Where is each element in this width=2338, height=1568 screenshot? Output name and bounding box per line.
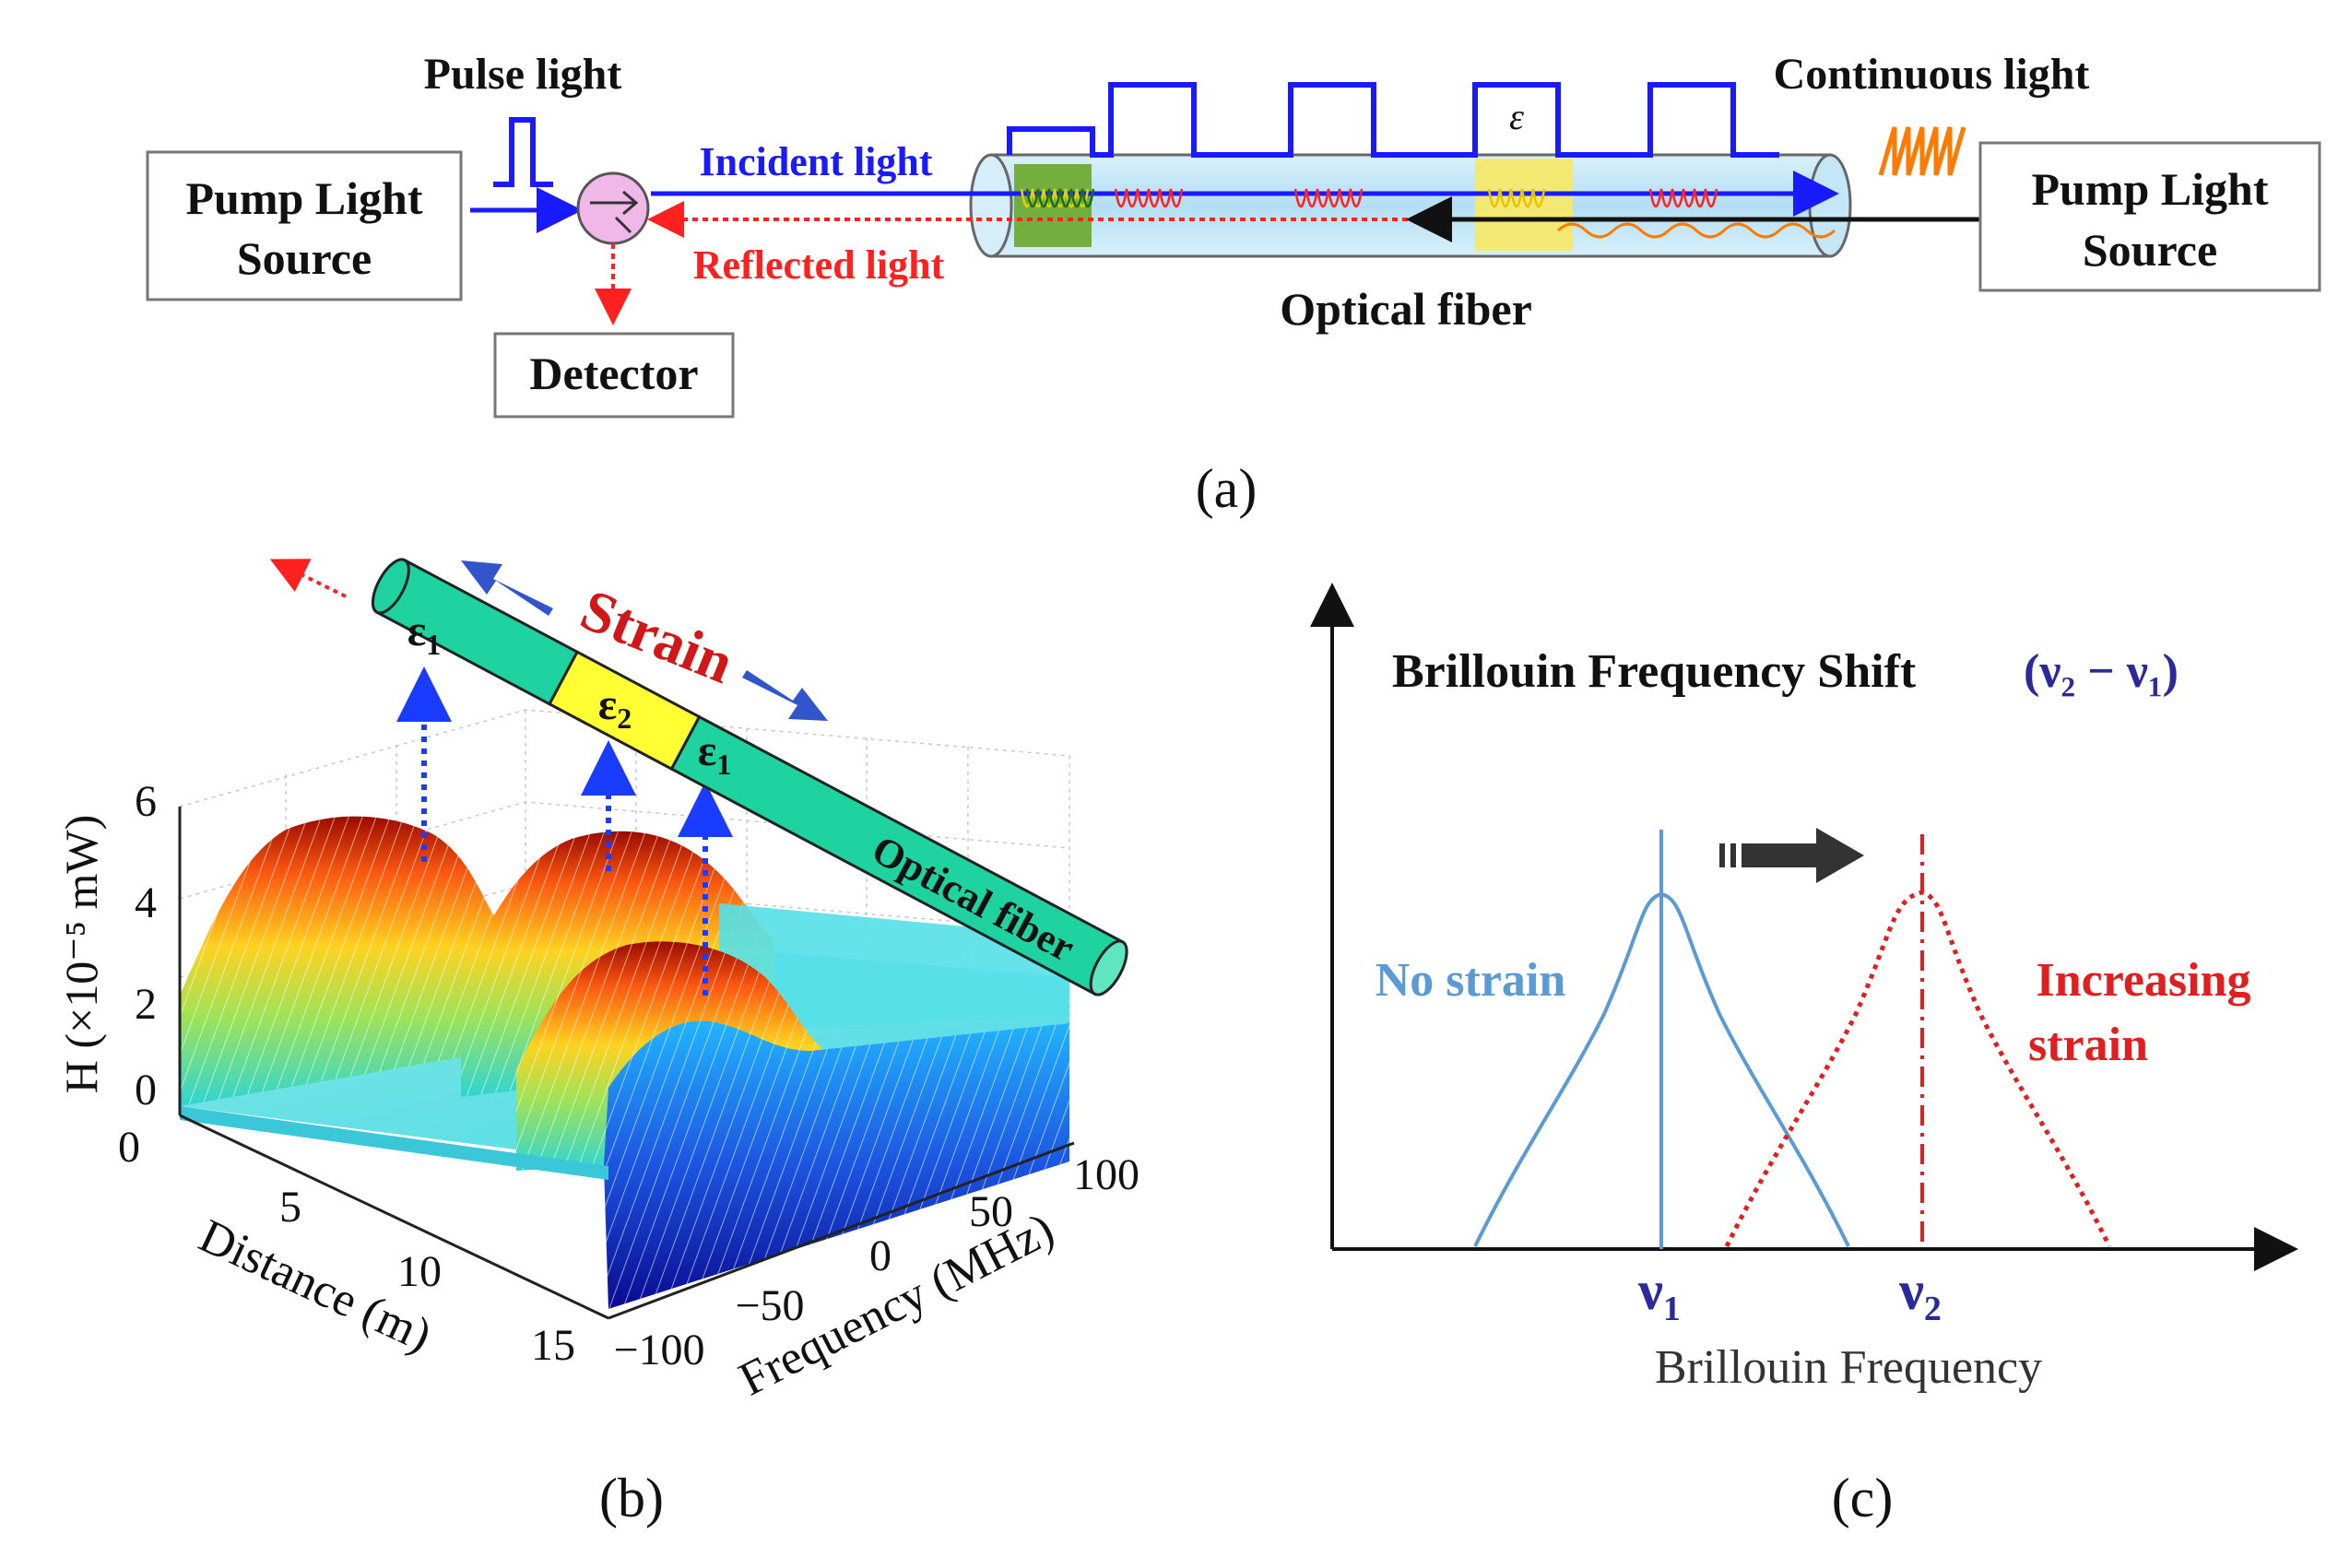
no-strain-label: No strain bbox=[1376, 954, 1566, 1007]
eps1-right: ε1 bbox=[698, 726, 732, 781]
shift-arrow bbox=[1719, 828, 1864, 883]
z-axis-label: H (×10⁻⁵ mW) bbox=[55, 815, 107, 1094]
pump-source-right-line1: Pump Light bbox=[2031, 163, 2268, 215]
optical-fiber-a bbox=[969, 153, 1852, 258]
panel-c: Brillouin Frequency Shift (ν₂ − ν₁) No s… bbox=[1310, 583, 2298, 1528]
pump-source-left-box bbox=[146, 150, 463, 301]
detector-box bbox=[493, 332, 735, 419]
pump-source-right-box bbox=[1978, 141, 2321, 292]
x-tick-0: 0 bbox=[118, 1123, 140, 1172]
caption-a: (a) bbox=[1196, 458, 1258, 519]
shift-title: Brillouin Frequency Shift bbox=[1392, 645, 1917, 698]
continuous-symbol bbox=[1878, 126, 1966, 176]
z-tick-0: 0 bbox=[135, 1066, 157, 1114]
shift-expression: (ν₂ − ν₁) bbox=[2024, 645, 2179, 698]
circulator-icon bbox=[576, 171, 650, 245]
incident-light-label: Incident light bbox=[699, 139, 932, 184]
y-tick-50: 50 bbox=[969, 1187, 1013, 1236]
strain-arrow-left bbox=[461, 560, 553, 616]
surface-plot bbox=[180, 816, 1069, 1309]
z-tick-2: 2 bbox=[135, 980, 157, 1029]
pulse-train bbox=[1007, 82, 1779, 158]
optical-fiber-label-a: Optical fiber bbox=[1280, 283, 1532, 335]
pump-source-left-line2: Source bbox=[237, 232, 372, 284]
caption-c: (c) bbox=[1832, 1468, 1894, 1528]
nu1-label: ν1 bbox=[1637, 1260, 1681, 1328]
y-tick-100: 100 bbox=[1073, 1150, 1139, 1199]
panel-a: Pump Light Source Pulse light Detector I… bbox=[146, 50, 2321, 519]
fiber-extension-arrow bbox=[269, 559, 347, 598]
pulse-light-label: Pulse light bbox=[424, 50, 622, 99]
z-tick-4: 4 bbox=[135, 878, 157, 927]
z-tick-6: 6 bbox=[135, 777, 157, 826]
nu2-label: ν2 bbox=[1898, 1260, 1942, 1328]
c-x-axis-label: Brillouin Frequency bbox=[1655, 1341, 2042, 1394]
x-tick-10: 10 bbox=[397, 1247, 442, 1296]
strain-epsilon-a: ε bbox=[1509, 96, 1524, 137]
y-tick-m50: −50 bbox=[735, 1281, 804, 1330]
increasing-strain-line2: strain bbox=[2028, 1019, 2148, 1071]
x-tick-15: 15 bbox=[531, 1321, 575, 1370]
pump-source-left-line1: Pump Light bbox=[185, 172, 422, 224]
increasing-strain-line1: Increasing bbox=[2036, 954, 2250, 1007]
pump-source-right-line2: Source bbox=[2083, 224, 2217, 276]
pulse-symbol bbox=[493, 117, 553, 187]
eps2-middle: ε2 bbox=[598, 680, 632, 735]
reflected-light-label: Reflected light bbox=[693, 242, 945, 288]
continuous-light-label: Continuous light bbox=[1774, 50, 2090, 99]
continuous-wave bbox=[1556, 222, 1836, 239]
y-tick-m100: −100 bbox=[613, 1326, 704, 1374]
eps1-left: ε1 bbox=[407, 607, 442, 661]
detector-label: Detector bbox=[529, 348, 698, 399]
x-tick-5: 5 bbox=[279, 1183, 301, 1232]
caption-b: (b) bbox=[599, 1468, 664, 1528]
panel-b: 6 4 2 0 H (×10⁻⁵ mW) 0 5 10 15 Distance … bbox=[55, 558, 1139, 1528]
strain-arrow-right bbox=[742, 670, 828, 721]
scattering-waves bbox=[1020, 188, 1718, 208]
y-tick-0: 0 bbox=[869, 1232, 892, 1280]
axes-3d bbox=[178, 807, 1075, 1320]
